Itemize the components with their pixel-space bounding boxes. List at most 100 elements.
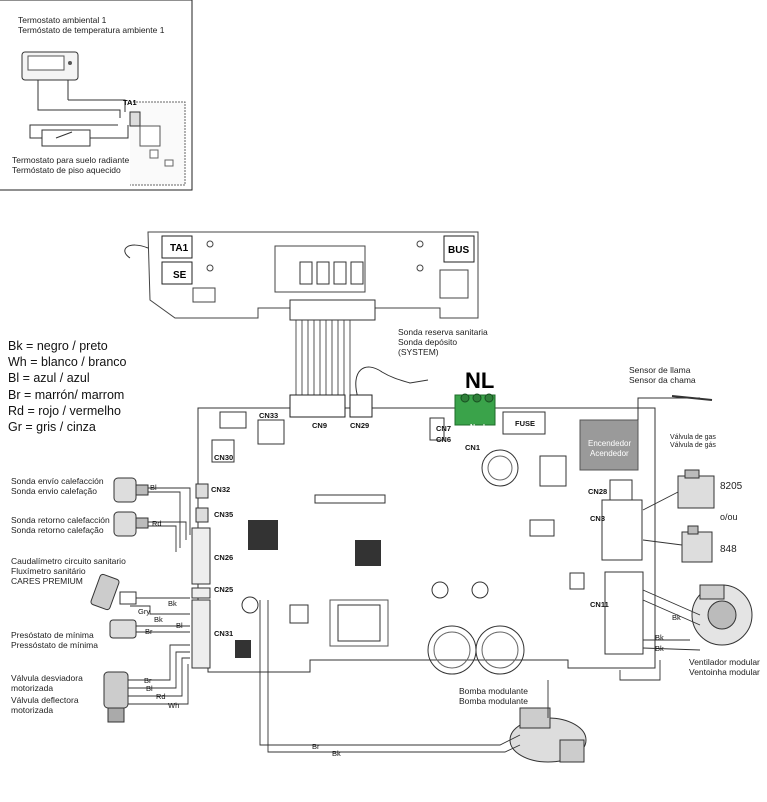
pump-pt: Bomba modulante [459,696,528,706]
tag-bl-2: Bl [176,621,183,630]
display-board [124,231,479,321]
cn30-label: CN30 [214,453,233,462]
cn33-label: CN33 [259,411,278,420]
flowmeter-model: CARES PREMIUM [11,576,83,586]
nl-l-label: L [483,424,488,431]
cn11-label: CN11 [590,600,609,609]
legend-item-wh: Wh = blanco / branco [8,355,127,370]
return-probe-label: Sonda retorno calefacción Sonda retorno … [11,515,110,535]
cn31-label: CN31 [214,629,233,638]
main-board [191,393,656,675]
flowmeter-es: Caudalímetro circuito sanitario [11,556,126,566]
tag-bk-2: Bk [154,615,163,624]
wire-color-legend: Bk = negro / preto Wh = blanco / branco … [8,338,126,435]
cn1-label: CN1 [465,443,480,452]
flowmeter-pt: Fluxímetro sanitário [11,566,86,576]
gas-valve-8205 [677,469,715,509]
inset-ta1-label: TA1 [123,98,137,107]
cn7-label: CN7 [436,424,451,433]
ribbon-cable [295,320,351,395]
display-bus-label: BUS [448,245,469,256]
pressure-switch-es: Presóstato de mínima [11,630,94,640]
legend-item-br: Br = marrón/ marrom [8,387,125,402]
tag-bk-4: Bk [672,613,681,622]
tag-rd-2: Rd [156,692,166,701]
flowmeter [90,573,137,611]
diverter-valve [103,671,129,723]
return-probe-pt: Sonda retorno calefação [11,525,104,535]
gas-valve-label: Válvula de gas Válvula de gás [670,434,716,450]
gas-valve-pt: Válvula de gás [670,442,716,449]
fuse-label: FUSE [515,419,535,428]
tank-probe-pt: Sonda depósito [398,337,458,347]
diverter-label: Válvula desviadora motorizada Válvula de… [11,673,83,715]
valve-848-label: 848 [720,544,737,555]
gas-valve-848 [681,525,713,563]
flow-probe-label: Sonda envío calefacción Sonda envio cale… [11,476,104,496]
tag-bl-1: Bl [150,483,157,492]
pump-label: Bomba modulante Bomba modulante [459,686,528,706]
pressure-switch [109,619,137,639]
flow-probe-pt: Sonda envio calefação [11,486,98,496]
tank-probe-cable [355,366,429,399]
fan-es: Ventilador modular [689,657,760,667]
igniter-label-2: Acendedor [590,449,629,458]
floor-thermostat-es: Termostato para suelo radiante [12,155,130,165]
tag-rd-1: Rd [152,519,162,528]
nl-n-label: N [470,424,475,431]
diverter-es-2: motorizada [11,683,54,693]
legend-item-bl: Bl = azul / azul [8,371,90,386]
flow-probe [113,477,149,503]
gas-valve-es: Válvula de gas [670,434,716,441]
inset-thermostat-box [0,0,193,191]
flow-probe-es: Sonda envío calefacción [11,476,104,486]
cn25-label: CN25 [214,585,233,594]
diverter-es: Válvula desviadora [11,673,83,683]
valve-8205-label: 8205 [720,481,743,492]
tank-probe-label: Sonda reserva sanitaria Sonda depósito (… [398,327,488,357]
tag-bl-3: Bl [146,684,153,693]
cn32-label: CN32 [211,485,230,494]
diverter-pt-2: motorizada [11,705,54,715]
tag-bk-3: Bk [332,749,341,758]
tag-bk-1: Bk [168,599,177,608]
room-thermostat-es: Termostato ambiental 1 [18,15,107,25]
nl-title: NL [465,368,494,393]
room-thermostat-label: Termostato ambiental 1 Termóstato de tem… [18,15,164,35]
diverter-pt: Válvula deflectora [11,695,79,705]
return-probe-es: Sonda retorno calefacción [11,515,110,525]
fan-label: Ventilador modular Ventoinha modular [689,657,760,677]
flame-sensor-cable [637,397,700,420]
tag-br-3: Br [312,742,320,751]
valve-or-label: o/ou [720,512,738,522]
pressure-switch-label: Presóstato de mínima Pressóstato de míni… [11,630,98,650]
tag-wh: Wh [168,701,179,710]
fan-pt: Ventoinha modular [689,667,760,677]
display-se-label: SE [173,270,187,281]
pump-es: Bomba modulante [459,686,528,696]
tag-bk-6: Bk [655,644,664,653]
pressure-switch-pt: Pressóstato de mínima [11,640,98,650]
cn28-label: CN28 [588,487,607,496]
floor-thermostat-pt: Termóstato de piso aquecido [12,165,121,175]
cn26-label: CN26 [214,553,233,562]
legend-item-rd: Rd = rojo / vermelho [8,403,121,418]
cn29-label: CN29 [350,421,369,430]
wire-harness [128,487,701,753]
flame-sensor-probe [671,395,713,401]
display-ta1-label: TA1 [170,243,189,254]
flowmeter-label: Caudalímetro circuito sanitario Fluxímet… [11,556,126,586]
floor-thermostat-label: Termostato para suelo radiante Termóstat… [12,155,129,175]
flame-sensor-es: Sensor de llama [629,365,691,375]
legend-item-bk: Bk = negro / preto [8,339,108,353]
cn3-label: CN3 [590,514,605,523]
modulating-fan [691,584,753,646]
tag-gry: Gry [138,607,150,616]
room-thermostat-pt: Termóstato de temperatura ambiente 1 [18,25,165,35]
cn9-label: CN9 [312,421,327,430]
cn35-label: CN35 [214,510,233,519]
flame-sensor-pt: Sensor da chama [629,375,696,385]
flame-sensor-label: Sensor de llama Sensor da chama [629,365,696,385]
igniter-label-1: Encendedor [588,439,631,448]
